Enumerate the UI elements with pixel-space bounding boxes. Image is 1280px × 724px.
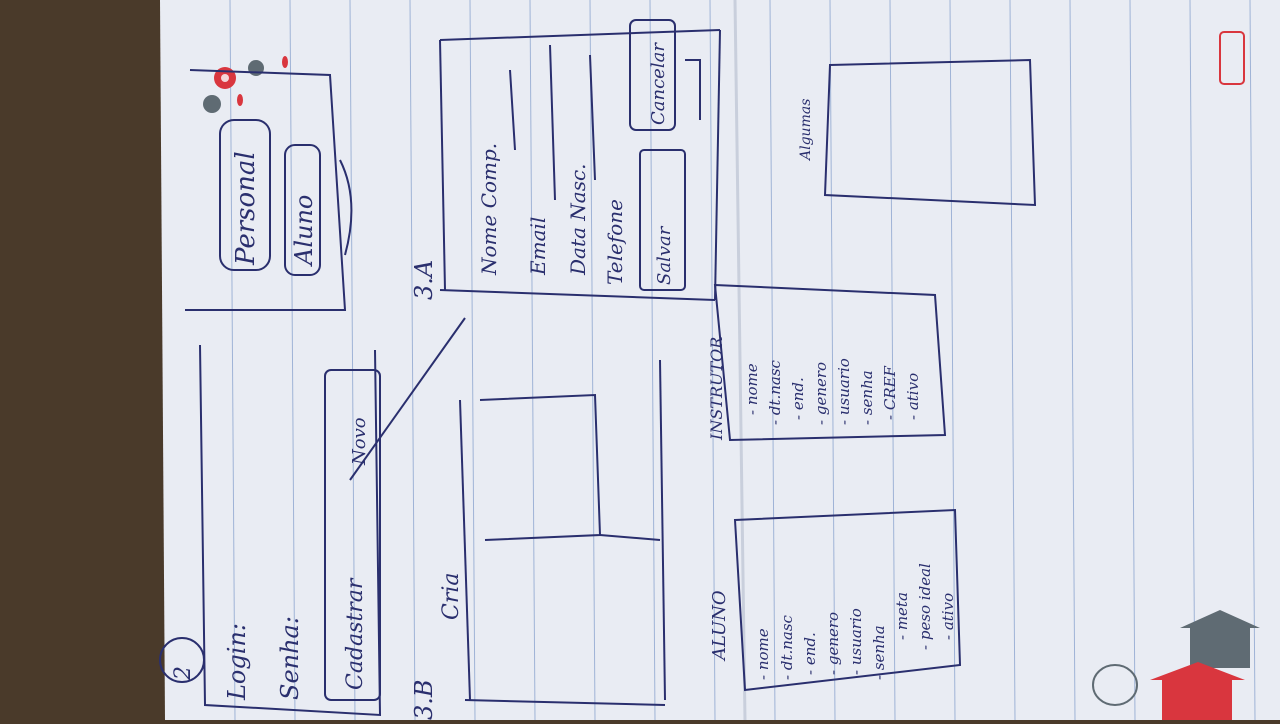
aluno-item: - meta <box>893 592 911 640</box>
fold-crease <box>733 0 747 721</box>
field-nome: Nome Comp. <box>477 143 501 276</box>
senha-label: Senha: <box>276 616 304 700</box>
instrutor-item: - ativo <box>904 373 922 420</box>
aluno-item: - genero <box>824 612 842 675</box>
form-3a-box <box>439 19 721 301</box>
instrutor-item: - dt.nasc <box>766 359 784 425</box>
instrutor-item: - nome <box>743 363 761 415</box>
section-3a-label: 3.A <box>410 260 438 300</box>
instrutor-item: - senha <box>858 370 876 425</box>
section-3b-label: 3.B <box>410 679 438 720</box>
field-data-nasc: Data Nasc. <box>566 163 590 276</box>
login-label: Login: <box>223 623 251 701</box>
aluno-box <box>733 508 962 692</box>
cadastrar-label: Cadastrar <box>343 577 368 690</box>
instrutor-item: - usuario <box>835 358 853 425</box>
personal-label: Personal <box>231 151 261 266</box>
role-select-box <box>185 69 353 311</box>
screen-3b-box <box>459 359 666 706</box>
aluno-item: - nome <box>754 628 772 680</box>
aluno-item: - usuario <box>847 608 865 675</box>
aluno-item: - ativo <box>939 593 957 640</box>
aluno-item: - peso ideal <box>916 563 934 650</box>
flower-decoration <box>203 56 288 113</box>
brand-logo <box>1219 31 1245 85</box>
ruled-lines <box>229 0 1256 721</box>
aluno-title: ALUNO <box>709 590 730 662</box>
cancelar-label: Cancelar <box>648 42 669 125</box>
instrutor-title: INSTRUTOR <box>707 337 726 441</box>
novo-label: Novo <box>349 417 370 466</box>
field-telefone: Telefone <box>603 199 627 285</box>
aluno-role-label: Aluno <box>290 195 318 267</box>
paper-sheet <box>160 0 1280 720</box>
birdhouse-decoration <box>1092 610 1260 720</box>
screen-number: 2 <box>171 666 196 681</box>
salvar-label: Salvar <box>654 225 675 285</box>
criar-label: Cria <box>439 572 464 620</box>
small-box-label: Algumas <box>798 99 814 162</box>
login-box <box>159 317 466 717</box>
small-right-box <box>823 58 1037 207</box>
aluno-item: - end. <box>801 632 819 675</box>
aluno-item: - senha <box>870 625 888 680</box>
instrutor-item: - genero <box>812 362 830 425</box>
instrutor-item: - end. <box>789 377 807 420</box>
instrutor-box <box>713 283 947 442</box>
instrutor-item: - CREF <box>881 365 899 420</box>
aluno-item: - dt.nasc <box>778 614 796 680</box>
field-email: Email <box>526 217 550 276</box>
